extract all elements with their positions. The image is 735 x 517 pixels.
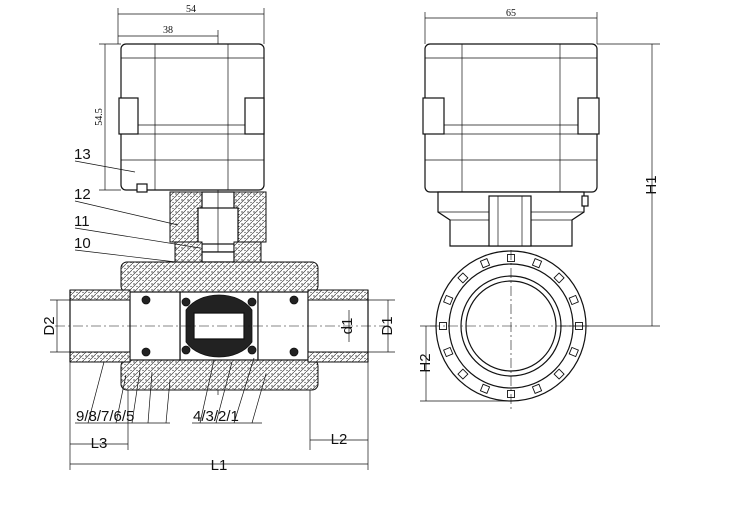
right-actuator: [422, 43, 600, 193]
dim-L1: L1: [70, 457, 368, 474]
flange-bolt-slot: [479, 258, 491, 269]
dim-H1-label: H1: [643, 175, 660, 194]
flange-bolt-slot: [531, 258, 543, 269]
part-label-10: 10: [74, 235, 91, 252]
flange-bolt-slot: [568, 346, 579, 358]
left-actuator: [118, 43, 265, 193]
dim-diameters: D2 D1 d1: [41, 299, 396, 353]
dim-D1-label: D1: [379, 316, 396, 335]
dim-D2-label: D2: [41, 316, 58, 335]
dim-d1-label: d1: [339, 318, 356, 335]
dim-L2-label: L2: [331, 431, 348, 448]
part-label-11: 11: [74, 213, 90, 230]
dim-65: 65: [424, 8, 598, 44]
dim-54-5: 54.5: [94, 43, 121, 191]
part-labels-right-group: 4/3/2/1: [193, 408, 239, 425]
dim-38-label: 38: [163, 25, 173, 36]
part-label-12: 12: [74, 186, 91, 203]
right-bonnet: [437, 191, 589, 247]
flange-bolt-slot: [443, 346, 454, 358]
dim-38: 38: [118, 25, 219, 44]
dim-54: 54: [117, 4, 265, 44]
left-pipes: [55, 289, 385, 363]
flange-bolt-slot: [568, 294, 579, 306]
flange-bolt-slot: [553, 272, 565, 284]
flange-bolt-slot: [531, 383, 543, 394]
dim-54-5-label: 54.5: [94, 108, 105, 126]
flange-bolt-slot: [443, 294, 454, 306]
left-bonnet: [169, 190, 267, 395]
leader-lines: [74, 160, 267, 424]
part-label-13: 13: [74, 146, 91, 163]
dim-L2: L2: [309, 362, 369, 470]
dim-H2-label: H2: [417, 353, 434, 372]
flange-bolt-slot: [457, 368, 469, 380]
dim-65-label: 65: [506, 8, 516, 19]
flange-bolt-slot: [479, 383, 491, 394]
dim-L1-label: L1: [211, 457, 228, 474]
flange-bolt-slot: [457, 272, 469, 284]
part-labels-left-group: 9/8/7/6/5: [76, 408, 134, 425]
dim-L3-label: L3: [91, 435, 108, 452]
dim-H2: H2: [417, 325, 511, 402]
dim-L3: L3: [69, 362, 129, 470]
dim-54-label: 54: [186, 4, 196, 15]
flange-bolt-slot: [553, 368, 565, 380]
